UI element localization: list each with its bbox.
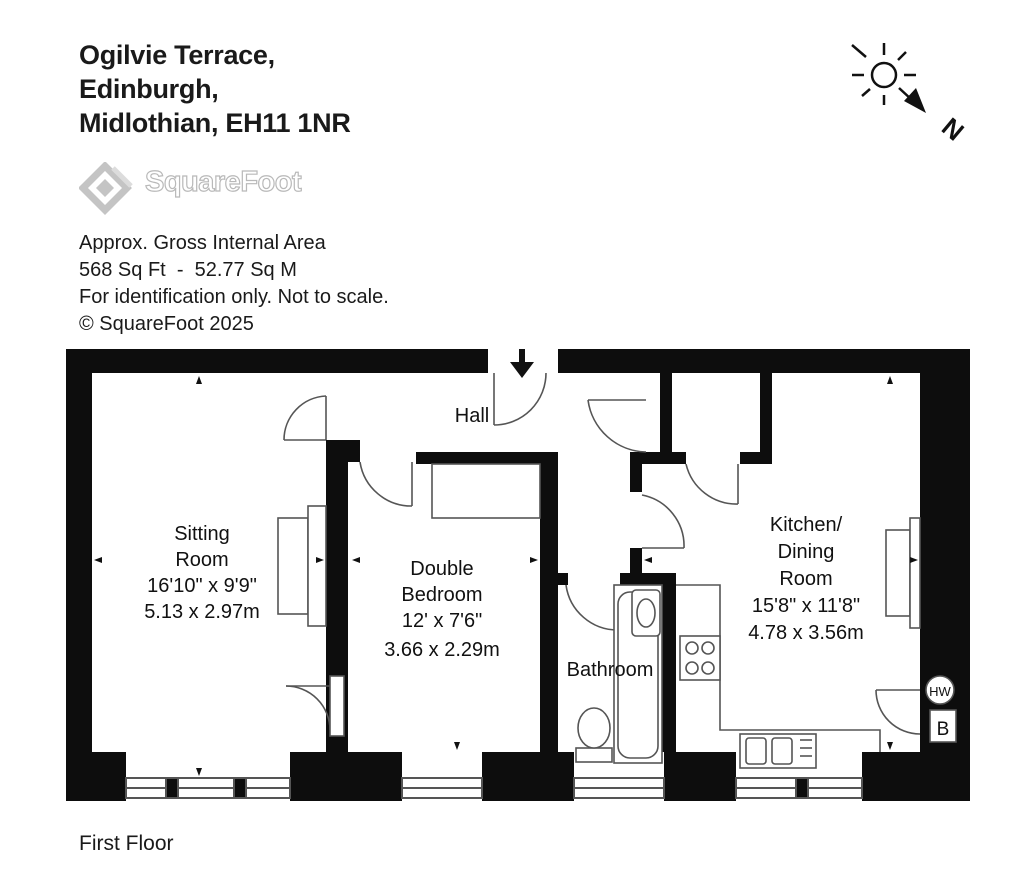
room-kitchen-name2: Dining bbox=[778, 541, 835, 563]
room-sitting-name1: Sitting bbox=[174, 523, 230, 545]
dimension-arrows bbox=[94, 376, 918, 776]
area-line-4: © SquareFoot 2025 bbox=[79, 313, 254, 335]
boiler-label: B bbox=[937, 719, 950, 740]
room-kitchen-name3: Room bbox=[779, 568, 832, 590]
room-hall-name: Hall bbox=[455, 405, 489, 427]
address-line-1: Ogilvie Terrace, bbox=[79, 40, 275, 70]
floor-label: First Floor bbox=[79, 832, 174, 855]
room-bedroom-metric: 3.66 x 2.29m bbox=[384, 639, 500, 661]
doors bbox=[283, 372, 921, 735]
room-kitchen-name1: Kitchen/ bbox=[770, 514, 843, 536]
area-info: Approx. Gross Internal Area 568 Sq Ft - 5… bbox=[79, 230, 389, 338]
squarefoot-logo: SquareFoot bbox=[78, 161, 319, 218]
room-kitchen-metric: 4.78 x 3.56m bbox=[748, 622, 864, 644]
area-line-2: 568 Sq Ft - 52.77 Sq M bbox=[79, 259, 297, 281]
address-line-2: Edinburgh, bbox=[79, 74, 219, 104]
area-line-3: For identification only. Not to scale. bbox=[79, 286, 389, 308]
squarefoot-diamond-logo-icon bbox=[78, 161, 133, 215]
property-address: Ogilvie Terrace, Edinburgh, Midlothian, … bbox=[79, 38, 351, 140]
room-bedroom-name1: Double bbox=[410, 558, 473, 580]
room-bathroom-name: Bathroom bbox=[567, 659, 654, 681]
sun-compass-icon: N bbox=[851, 43, 970, 147]
hot-water-label: HW bbox=[929, 684, 951, 699]
windows bbox=[125, 777, 863, 799]
address-line-3: Midlothian, EH11 1NR bbox=[79, 108, 351, 138]
fixtures bbox=[277, 463, 957, 769]
room-kitchen-imperial: 15'8" x 11'8" bbox=[752, 595, 860, 617]
entrance-arrow-icon bbox=[510, 349, 534, 378]
room-sitting-metric: 5.13 x 2.97m bbox=[144, 601, 260, 623]
room-bedroom-imperial: 12' x 7'6" bbox=[402, 610, 482, 632]
area-line-1: Approx. Gross Internal Area bbox=[79, 232, 326, 254]
brand-name: SquareFoot bbox=[144, 165, 302, 198]
compass-north-label: N bbox=[936, 112, 970, 147]
room-bedroom-name2: Bedroom bbox=[401, 584, 482, 606]
room-sitting-imperial: 16'10" x 9'9" bbox=[147, 575, 257, 597]
room-sitting-name2: Room bbox=[175, 549, 228, 571]
